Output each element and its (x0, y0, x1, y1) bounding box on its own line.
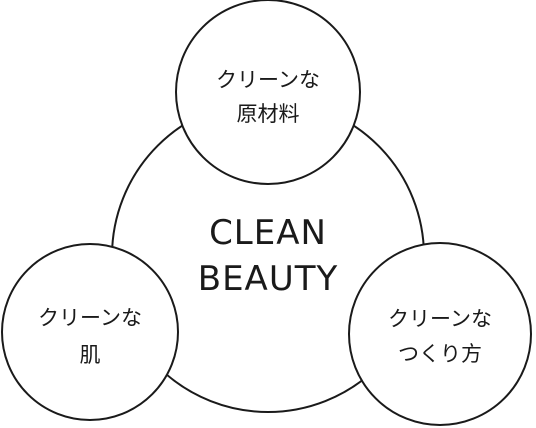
center-label-line2: BEAUTY (198, 259, 339, 299)
left-circle (1, 243, 179, 421)
right-circle-label-line2: つくり方 (398, 342, 482, 366)
top-circle-label-line1: クリーンな (216, 68, 320, 92)
top-circle-label-line2: 原材料 (237, 102, 300, 126)
top-circle (175, 0, 361, 185)
left-circle-label-line2: 肌 (80, 343, 101, 367)
right-circle (348, 242, 532, 426)
center-label-line1: CLEAN (209, 213, 327, 253)
left-circle-label-line1: クリーンな (38, 306, 142, 330)
right-circle-label-line1: クリーンな (388, 307, 492, 331)
